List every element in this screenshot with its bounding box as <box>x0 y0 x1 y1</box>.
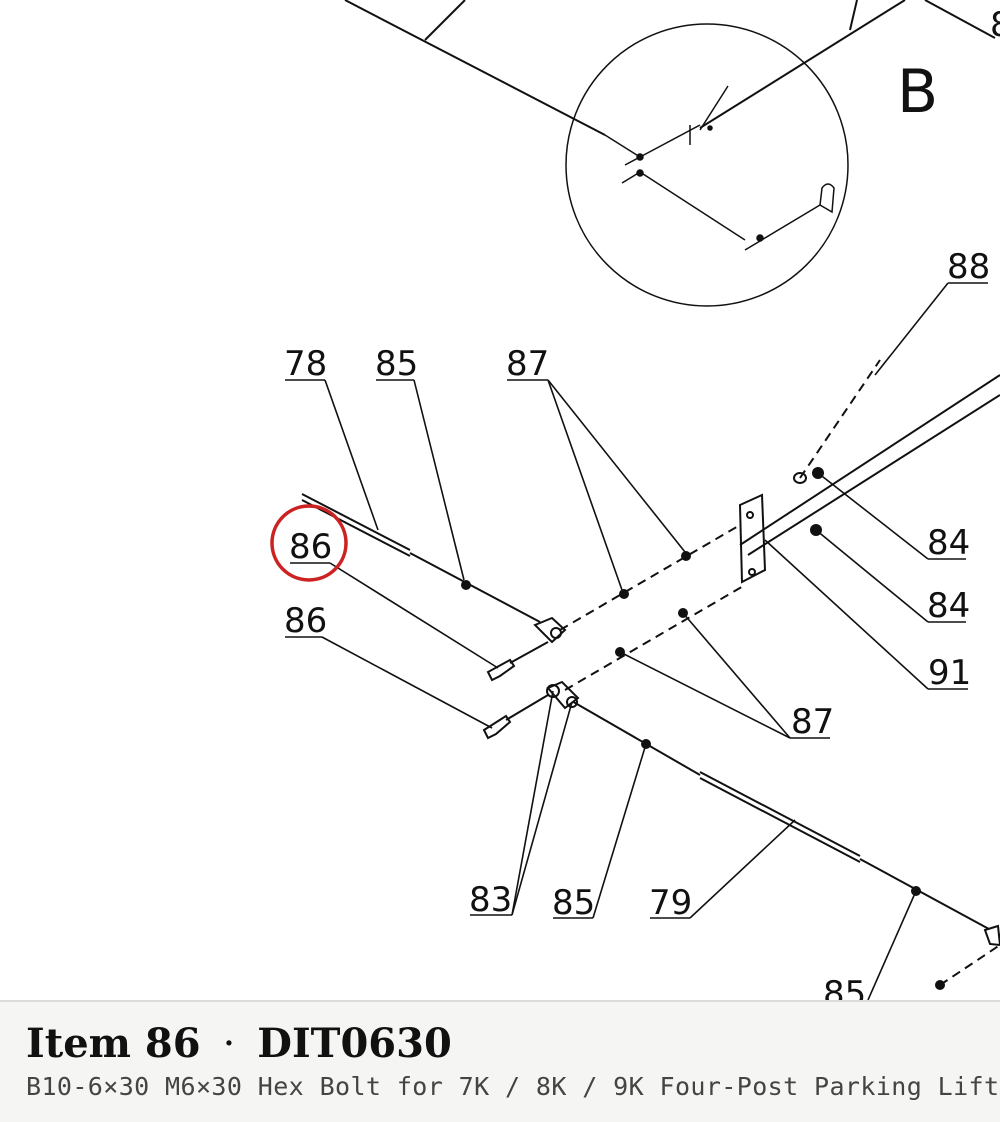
dashed-assembly-lines <box>559 359 1000 986</box>
top-cable-lines <box>344 0 996 136</box>
callout-91[interactable]: 91 <box>928 653 971 693</box>
callout-86-lower[interactable]: 86 <box>284 601 327 641</box>
callout-84-lower[interactable]: 84 <box>927 586 970 626</box>
callout-85-middle[interactable]: 85 <box>552 883 595 923</box>
callout-86-highlighted[interactable]: 86 <box>289 527 332 567</box>
item-title: Item 86 · DIT0630 <box>26 1020 452 1067</box>
detail-label-b: B <box>897 57 938 127</box>
callout-85-upper[interactable]: 85 <box>375 344 418 384</box>
callout-83[interactable]: 83 <box>469 880 512 920</box>
callout-78[interactable]: 78 <box>284 344 327 384</box>
title-separator: · <box>222 1021 236 1067</box>
callout-87-upper[interactable]: 87 <box>506 344 549 384</box>
callout-partial-top-right[interactable]: 8 <box>990 5 1000 45</box>
callout-88[interactable]: 88 <box>947 247 990 287</box>
callout-87-lower[interactable]: 87 <box>791 702 834 742</box>
item-info-footer: Item 86 · DIT0630 B10-6×30 M6×30 Hex Bolt … <box>0 1000 1000 1122</box>
exploded-parts-diagram: B <box>270 0 1000 1000</box>
part-number: DIT0630 <box>257 1020 452 1067</box>
item-description: B10-6×30 M6×30 Hex Bolt for 7K / 8K / 9K… <box>26 1072 1000 1101</box>
detail-view-b <box>565 23 849 307</box>
item-label: Item 86 <box>26 1020 201 1067</box>
callout-leaders <box>285 282 988 1000</box>
callout-84-upper[interactable]: 84 <box>927 523 970 563</box>
callout-85-bottom[interactable]: 85 <box>823 974 866 1000</box>
assembly-parts <box>301 374 1000 947</box>
highlight-circle <box>270 504 348 582</box>
callout-79[interactable]: 79 <box>649 883 692 923</box>
